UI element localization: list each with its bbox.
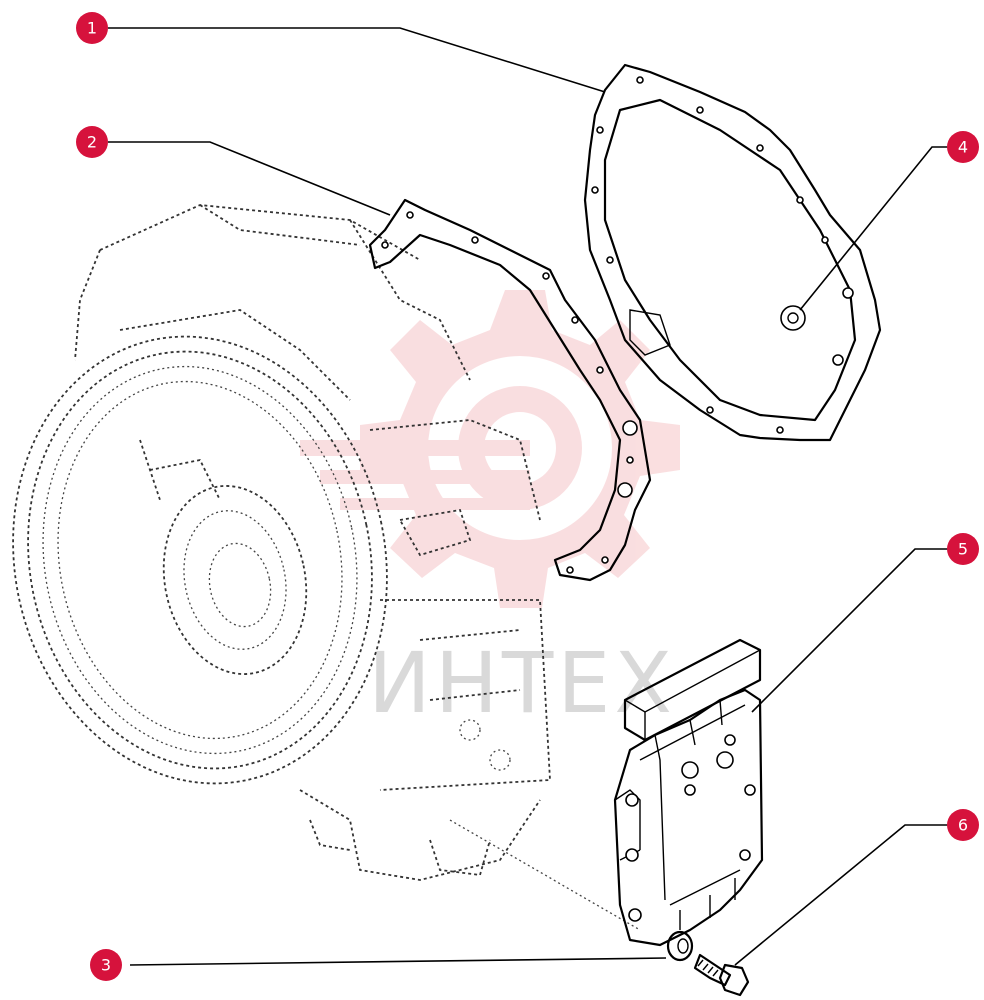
callout-1-label: 1	[87, 19, 97, 38]
callout-6-label: 6	[958, 816, 968, 835]
callout-2: 2	[76, 126, 108, 158]
callout-6: 6	[947, 809, 979, 841]
callout-5-label: 5	[958, 540, 968, 559]
washer	[666, 930, 694, 962]
callout-1: 1	[76, 12, 108, 44]
bolt	[693, 953, 750, 997]
gasket-narrow	[368, 198, 652, 582]
valve-body	[613, 638, 764, 947]
callout-5: 5	[947, 533, 979, 565]
callout-4-label: 4	[958, 138, 968, 157]
leader-lines	[108, 27, 948, 966]
callout-2-label: 2	[87, 133, 97, 152]
watermark: ИНТЕХ	[300, 290, 680, 732]
callout-3: 3	[90, 949, 122, 981]
gasket-large	[583, 63, 882, 442]
callout-3-label: 3	[101, 956, 111, 975]
watermark-text: ИНТЕХ	[368, 634, 676, 732]
callout-4: 4	[947, 131, 979, 163]
